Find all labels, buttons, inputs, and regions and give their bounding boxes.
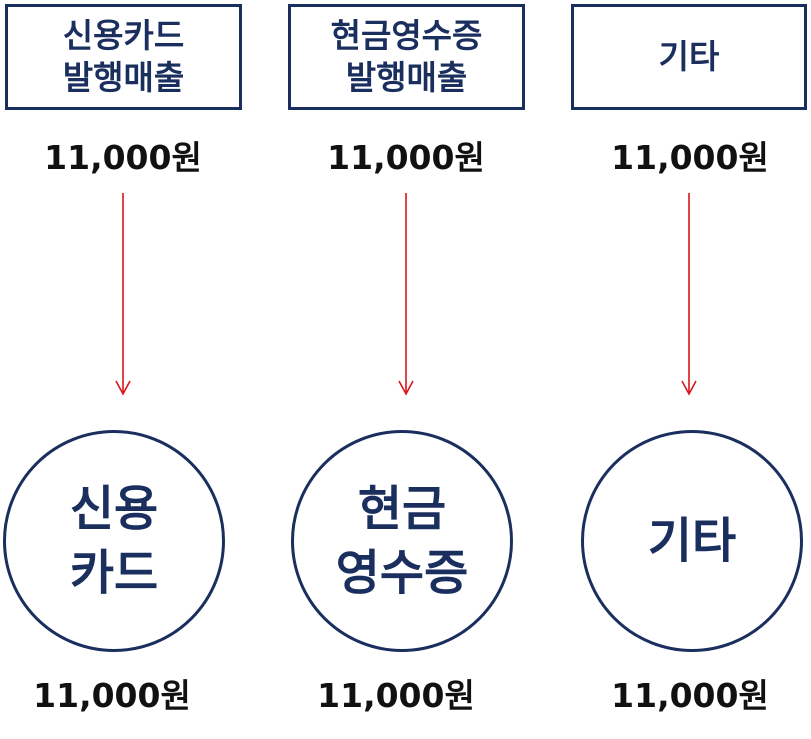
cash-receipt-circle-line-1: 현금 (357, 481, 447, 537)
other-bottom-amount: 11,000원 (611, 676, 769, 715)
other-sales-box-line-1: 기타 (658, 37, 720, 76)
other-circle: 기타 (581, 430, 803, 652)
credit-card-sales-box-line-1: 신용카드 (62, 16, 185, 55)
cash-receipt-sales-box-line-1: 현금영수증 (330, 16, 483, 55)
credit-card-bottom-amount: 11,000원 (33, 676, 191, 715)
credit-card-sales-box-line-2: 발행매출 (62, 58, 185, 97)
cash-receipt-bottom-amount: 11,000원 (317, 676, 475, 715)
credit-card-top-amount: 11,000원 (44, 138, 202, 177)
arrow-cash-receipt (398, 193, 414, 396)
other-circle-line-1: 기타 (647, 513, 737, 569)
cash-receipt-circle-line-2: 영수증 (335, 545, 469, 601)
arrow-other (681, 193, 697, 396)
credit-card-circle-line-2: 카드 (69, 545, 159, 601)
credit-card-sales-box: 신용카드 발행매출 (5, 4, 242, 110)
other-top-amount: 11,000원 (611, 138, 769, 177)
other-sales-box: 기타 (571, 4, 807, 110)
credit-card-circle-line-1: 신용 (69, 481, 159, 537)
credit-card-circle: 신용 카드 (3, 430, 225, 652)
cash-receipt-circle: 현금 영수증 (291, 430, 513, 652)
arrow-credit-card (115, 193, 131, 396)
cash-receipt-sales-box: 현금영수증 발행매출 (288, 4, 525, 110)
cash-receipt-sales-box-line-2: 발행매출 (345, 58, 468, 97)
cash-receipt-top-amount: 11,000원 (327, 138, 485, 177)
